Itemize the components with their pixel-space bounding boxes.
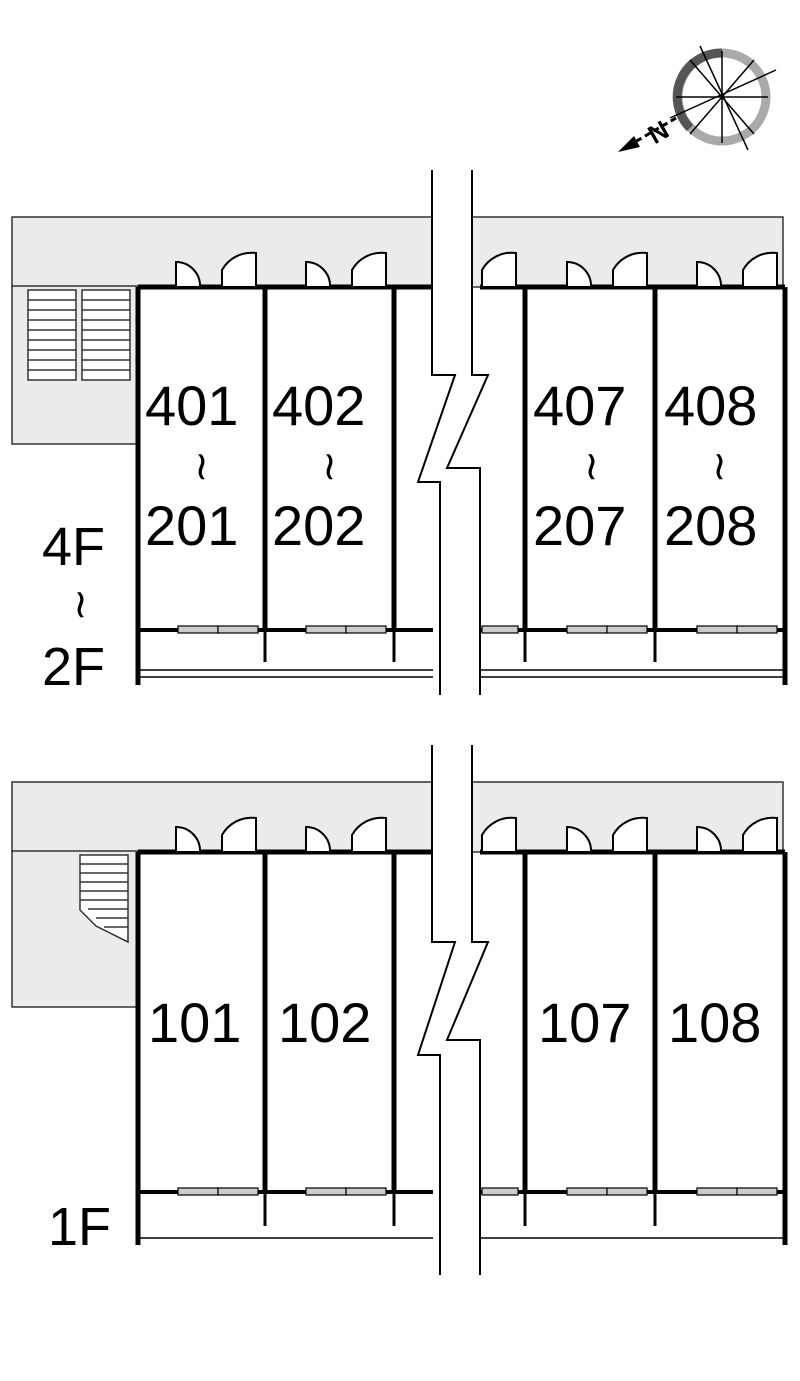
ground-staircase-icon — [79, 854, 129, 944]
unit-range-mark: ~ — [179, 450, 225, 484]
unit-402-label: 402 — [272, 374, 365, 437]
upper-break-gap — [433, 170, 471, 700]
ground-windows — [177, 1187, 778, 1196]
unit-108-label: 108 — [668, 991, 761, 1054]
compass-north-label: N — [643, 114, 674, 149]
upper-door-icons — [175, 251, 778, 288]
floor-label-4f: 4F — [42, 517, 105, 577]
upper-balcony — [138, 630, 785, 678]
unit-201-label: 201 — [145, 494, 238, 557]
upper-floor-plan: 401 ~ 201 402 ~ 202 407 ~ 207 408 ~ 208 … — [11, 170, 788, 700]
unit-408-label: 408 — [664, 374, 757, 437]
unit-range-mark: ~ — [697, 450, 743, 484]
floor-label-2f: 2F — [42, 637, 105, 697]
unit-207-label: 207 — [533, 494, 626, 557]
unit-range-mark: ~ — [307, 450, 353, 484]
unit-208-label: 208 — [664, 494, 757, 557]
floor-label-1f: 1F — [48, 1197, 111, 1257]
unit-range-mark: ~ — [569, 450, 615, 484]
unit-101-label: 101 — [148, 991, 241, 1054]
north-arrow-icon — [618, 116, 677, 152]
upper-windows — [177, 625, 778, 634]
ground-break-mark — [416, 745, 490, 1275]
upper-staircase-icon — [27, 289, 131, 381]
unit-407-label: 407 — [533, 374, 626, 437]
unit-202-label: 202 — [272, 494, 365, 557]
compass-rose-icon: N — [618, 45, 777, 152]
floor-range-mark: ~ — [58, 588, 104, 622]
upper-break-mark — [416, 170, 490, 695]
unit-107-label: 107 — [538, 991, 631, 1054]
ground-balcony — [138, 1192, 785, 1239]
unit-401-label: 401 — [145, 374, 238, 437]
ground-door-icons — [175, 816, 778, 853]
ground-break-gap — [433, 745, 471, 1275]
unit-102-label: 102 — [278, 991, 371, 1054]
ground-floor-plan: 101 102 107 108 1F — [11, 745, 788, 1275]
